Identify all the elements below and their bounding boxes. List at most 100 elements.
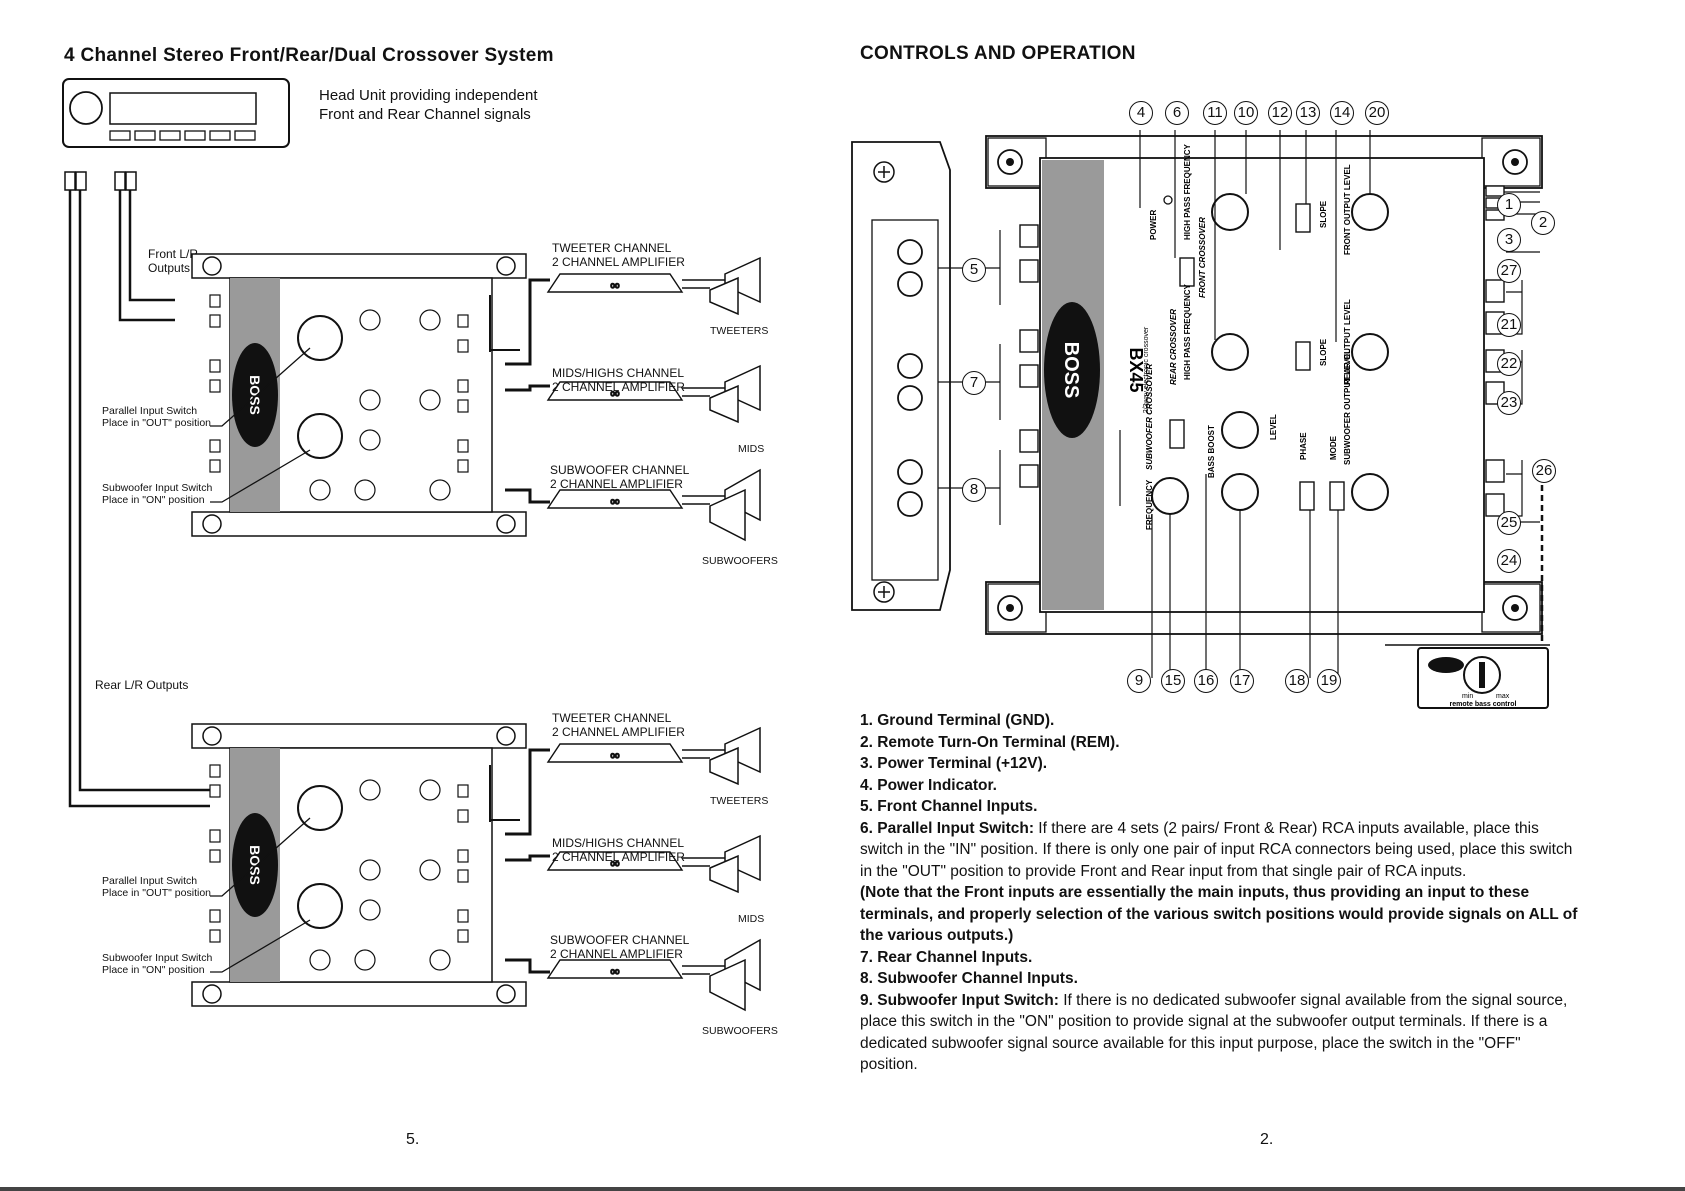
callout-25: 25 [1497, 511, 1521, 535]
speaker-chain-1: oo oo oo [505, 256, 761, 542]
remote-label: remote bass control [1450, 701, 1517, 708]
amplifier-diagram-1: BOSS [191, 253, 527, 537]
list-item-5: 5. Front Channel Inputs. [860, 798, 1038, 815]
callout-2: 2 [1531, 211, 1555, 235]
bottom-edge [0, 1187, 1685, 1191]
sub-switch-note-2: Subwoofer Input Switch Place in "ON" pos… [102, 952, 213, 976]
panel-slope-1: SLOPE [1319, 200, 1328, 228]
mids-highs-label-2: MIDS/HIGHS CHANNEL 2 CHANNEL AMPLIFIER [552, 836, 685, 864]
panel-sub-xover: SUBWOOFER CROSSOVER [1145, 364, 1154, 470]
control-panel-diagram: BOSS BX45 2/3way electronic crossover HI… [851, 130, 1550, 709]
callout-13: 13 [1296, 101, 1320, 125]
callout-15: 15 [1161, 669, 1185, 693]
panel-mode: MODE [1329, 435, 1338, 460]
panel-brand-text: BOSS [1060, 342, 1082, 399]
front-outputs-label: Front L/R Outputs [148, 247, 199, 275]
panel-power: POWER [1149, 210, 1158, 240]
callout-3: 3 [1497, 228, 1521, 252]
tweeter-channel-label-1: TWEETER CHANNEL 2 CHANNEL AMPLIFIER [552, 241, 685, 269]
callout-17: 17 [1230, 669, 1254, 693]
panel-model-sub: 2/3way electronic crossover [1143, 326, 1150, 413]
left-page-number: 5. [406, 1131, 420, 1148]
note-leader-lines-2 [210, 817, 311, 973]
panel-model-text: BX45 [1126, 347, 1146, 392]
remote-min-label: min [1462, 693, 1473, 700]
svg-text:BOSS: BOSS [247, 375, 263, 415]
svg-text:BOSS: BOSS [247, 845, 263, 885]
panel-front-output: FRONT OUTPUT LEVEL [1343, 164, 1352, 255]
list-item-4: 4. Power Indicator. [860, 776, 997, 794]
panel-high-pass-2: HIGH PASS FREQUENCY [1183, 283, 1192, 380]
tweeters-label-2: TWEETERS [710, 795, 769, 807]
subwoofers-label-1: SUBWOOFERS [702, 555, 778, 567]
rca-cables [64, 171, 210, 808]
panel-front-xover: FRONT CROSSOVER [1198, 217, 1207, 298]
subwoofer-channel-label-1: SUBWOOFER CHANNEL 2 CHANNEL AMPLIFIER [550, 463, 690, 491]
panel-sub-output: SUBWOOFER OUTPUT LEVEL [1343, 349, 1352, 465]
svg-text:oo: oo [611, 751, 620, 760]
head-unit-caption: Head Unit providing independent Front an… [319, 87, 538, 123]
parallel-switch-note-1: Parallel Input Switch Place in "OUT" pos… [102, 405, 211, 429]
controls-list: 1. Ground Terminal (GND). 2. Remote Turn… [860, 710, 1580, 1076]
callout-4: 4 [1129, 101, 1153, 125]
callout-8: 8 [962, 478, 986, 502]
right-page-number: 2. [1260, 1131, 1274, 1148]
panel-high-pass-1: HIGH PASS FREQUENCY [1183, 143, 1192, 240]
list-item-7: 7. Rear Channel Inputs. [860, 948, 1033, 966]
remote-max-label: max [1496, 693, 1510, 700]
panel-rear-xover: REAR CROSSOVER [1169, 309, 1178, 385]
tweeters-label-1: TWEETERS [710, 325, 769, 337]
list-item-2: 2. Remote Turn-On Terminal (REM). [860, 733, 1120, 751]
callout-16: 16 [1194, 669, 1218, 693]
callout-1: 1 [1497, 193, 1521, 217]
callout-18: 18 [1285, 669, 1309, 693]
head-unit-illustration [62, 78, 290, 148]
list-item-6: 6. Parallel Input Switch: If there are 4… [860, 819, 1573, 880]
tweeter-channel-label-2: TWEETER CHANNEL 2 CHANNEL AMPLIFIER [552, 711, 685, 739]
parallel-switch-note-2: Parallel Input Switch Place in "OUT" pos… [102, 875, 211, 899]
list-note: (Note that the Front inputs are essentia… [860, 884, 1578, 944]
panel-phase: PHASE [1299, 432, 1308, 460]
callout-19: 19 [1317, 669, 1341, 693]
callout-24: 24 [1497, 549, 1521, 573]
panel-bass-boost: BASS BOOST [1207, 425, 1216, 478]
callout-5: 5 [962, 258, 986, 282]
mids-label-2: MIDS [738, 913, 765, 925]
rear-outputs-label: Rear L/R Outputs [95, 678, 189, 692]
svg-text:oo: oo [611, 859, 620, 868]
list-item-1: 1. Ground Terminal (GND). [860, 712, 1055, 729]
subwoofers-label-2: SUBWOOFERS [702, 1025, 778, 1037]
callout-6: 6 [1165, 101, 1189, 125]
callout-14: 14 [1330, 101, 1354, 125]
callout-26: 26 [1532, 459, 1556, 483]
subwoofer-channel-label-2: SUBWOOFER CHANNEL 2 CHANNEL AMPLIFIER [550, 933, 690, 961]
panel-frequency: FREQUENCY [1145, 479, 1154, 530]
svg-text:oo: oo [611, 281, 620, 290]
callout-27: 27 [1497, 259, 1521, 283]
panel-slope-2: SLOPE [1319, 338, 1328, 366]
callout-7: 7 [962, 371, 986, 395]
list-item-8: 8. Subwoofer Channel Inputs. [860, 970, 1078, 987]
mids-highs-label-1: MIDS/HIGHS CHANNEL 2 CHANNEL AMPLIFIER [552, 366, 685, 394]
callout-10: 10 [1234, 101, 1258, 125]
list-item-3: 3. Power Terminal (+12V). [860, 755, 1048, 772]
callout-22: 22 [1497, 352, 1521, 376]
callout-21: 21 [1497, 313, 1521, 337]
svg-text:oo: oo [611, 389, 620, 398]
left-page-title: 4 Channel Stereo Front/Rear/Dual Crossov… [64, 45, 554, 66]
panel-level: LEVEL [1269, 414, 1278, 440]
callout-23: 23 [1497, 391, 1521, 415]
panel-rear-output: REAR OUTPUT LEVEL [1343, 299, 1352, 385]
callout-9: 9 [1127, 669, 1151, 693]
callout-11: 11 [1203, 101, 1227, 125]
list-item-9: 9. Subwoofer Input Switch: If there is n… [860, 991, 1568, 1074]
mids-label-1: MIDS [738, 443, 765, 455]
note-leader-lines-1 [210, 347, 311, 503]
sub-switch-note-1: Subwoofer Input Switch Place in "ON" pos… [102, 482, 213, 506]
right-page-title: CONTROLS AND OPERATION [860, 43, 1136, 64]
callout-20: 20 [1365, 101, 1389, 125]
svg-text:oo: oo [611, 967, 620, 976]
svg-text:oo: oo [611, 497, 620, 506]
speaker-chain-2: oo oo oo [505, 726, 761, 1012]
callout-12: 12 [1268, 101, 1292, 125]
